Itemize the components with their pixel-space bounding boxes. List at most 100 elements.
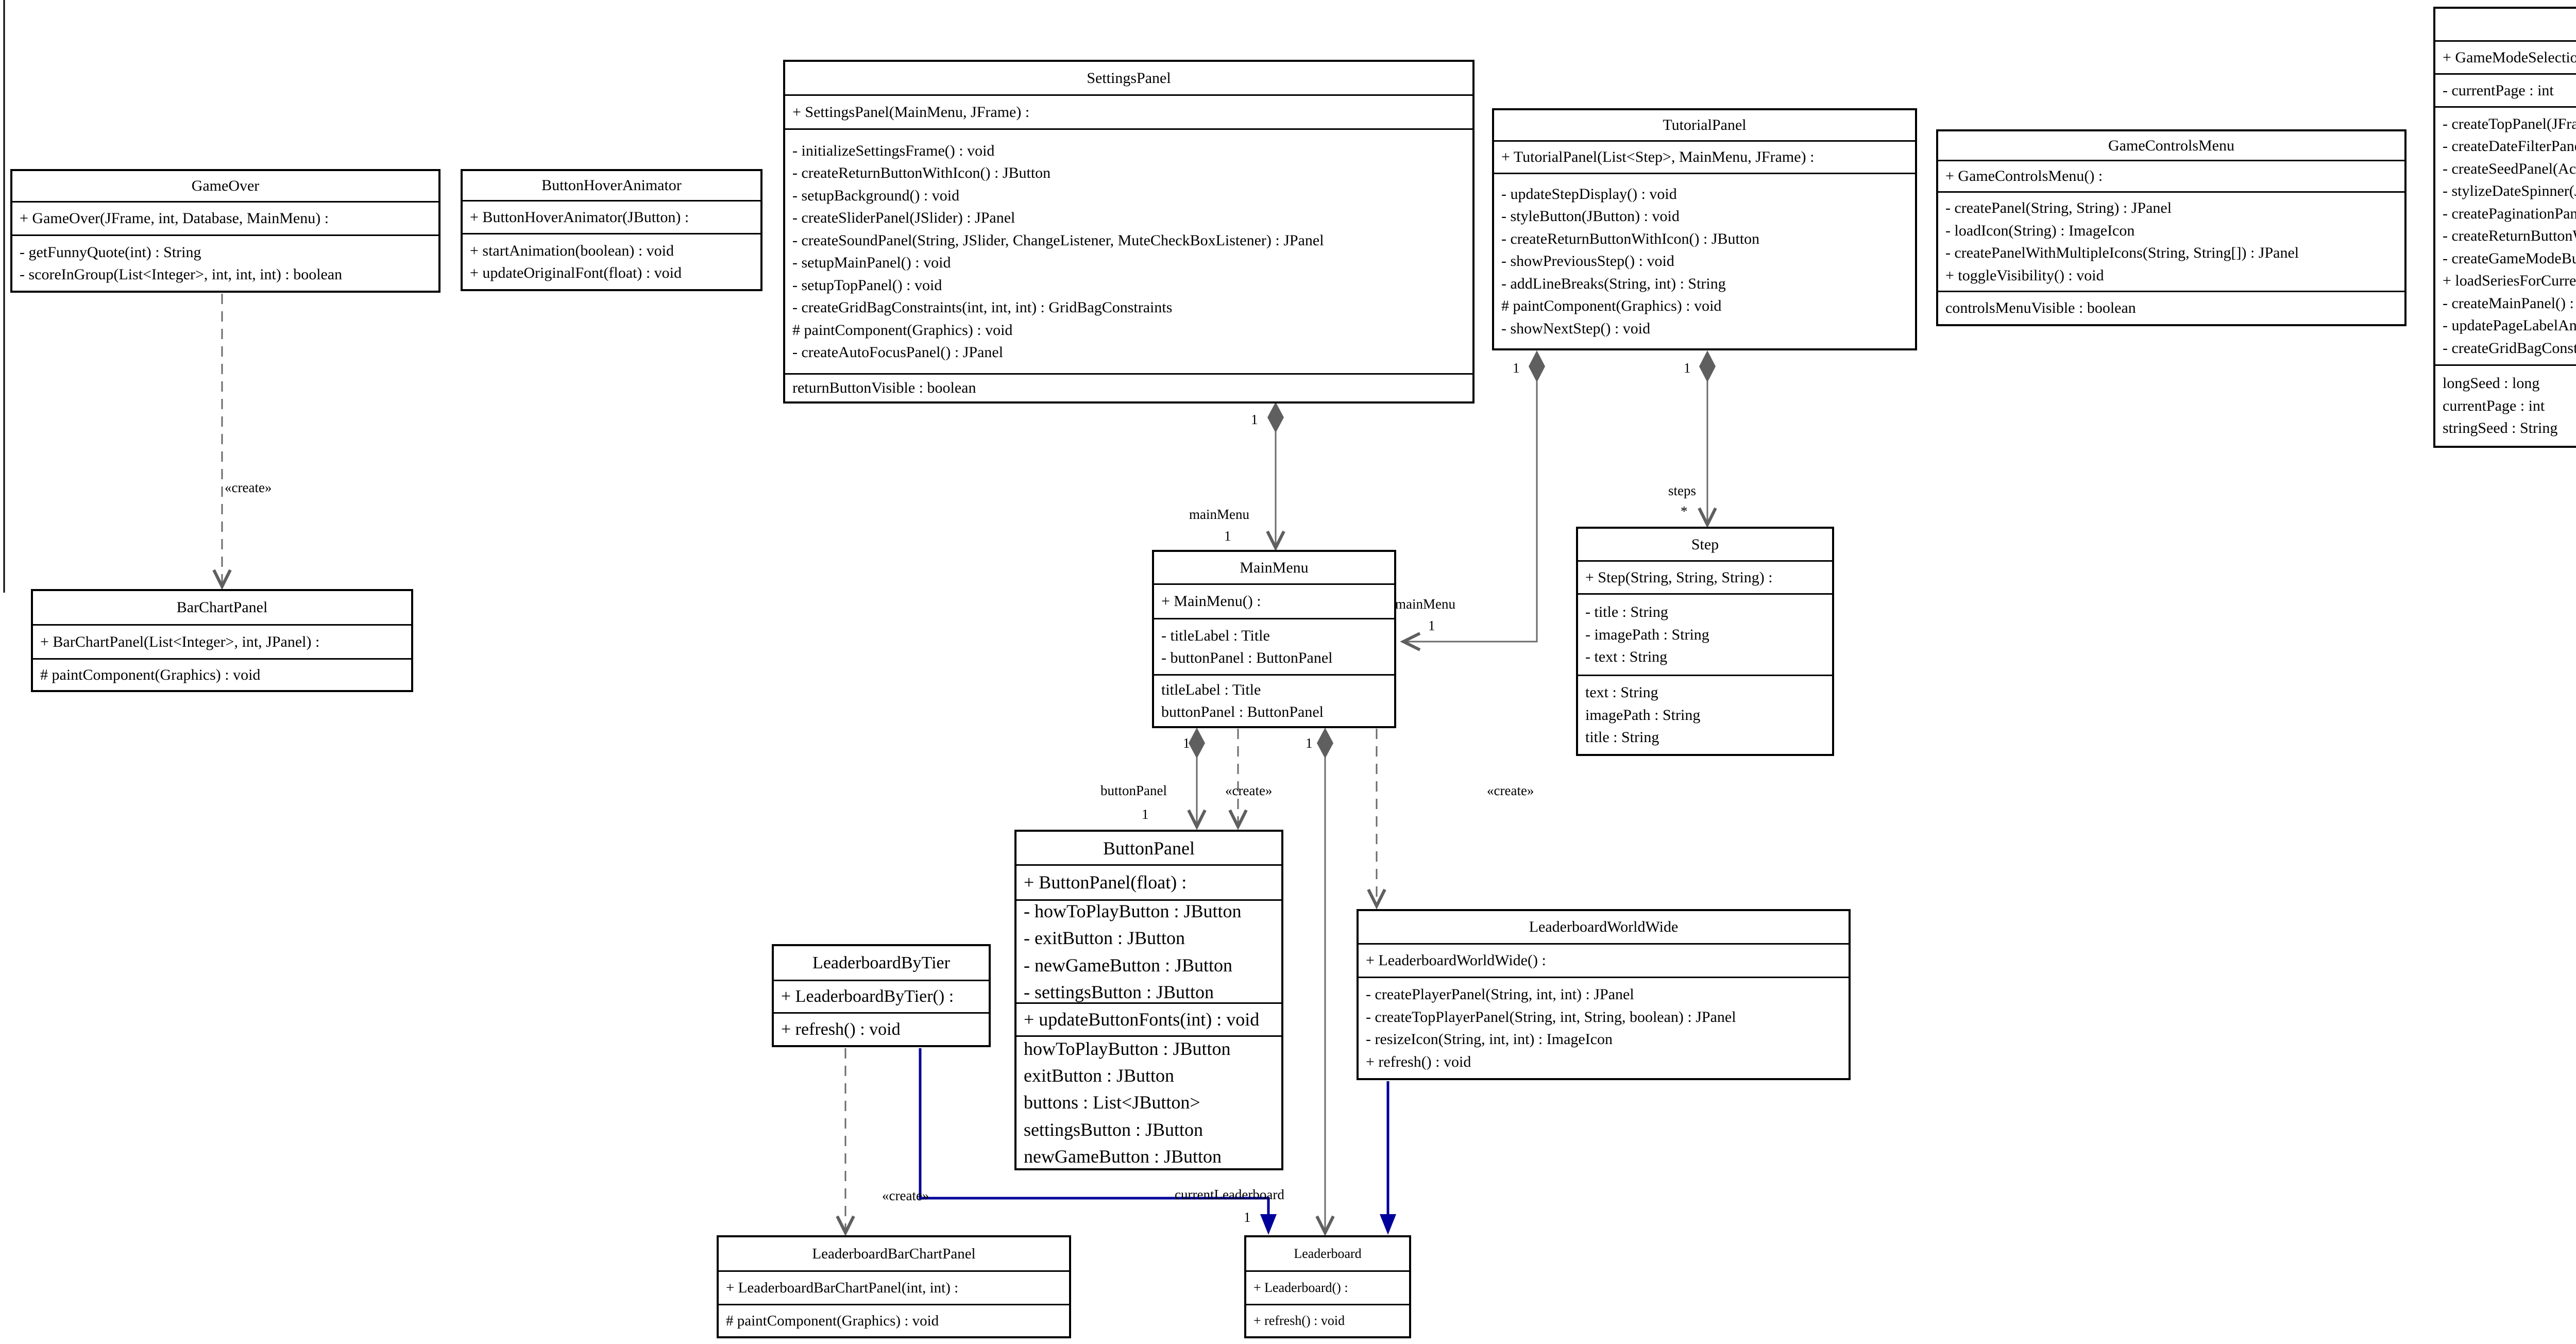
member-line: - createTopPlayerPanel(String, int, Stri… [1366,1008,1736,1026]
edge-label-multiplicity: 1 [1142,807,1149,822]
class-methods: - getFunnyQuote(int) : String- scoreInGr… [12,236,438,291]
class-title: LeaderboardBarChartPanel [719,1237,1069,1272]
member-line: - createPlayerPanel(String, int, int) : … [1366,986,1634,1003]
edge-label-buttonpanel-role: buttonPanel [1100,783,1167,798]
edge-label-create: «create» [225,480,272,495]
member-line: + updateButtonFonts(int) : void [1024,1009,1260,1030]
class-fields: returnButtonVisible : boolean [785,375,1472,401]
class-title: SettingsPanel [785,62,1472,96]
member-line: - styleButton(JButton) : void [1501,208,1680,225]
class-constructors: + Leaderboard() : [1246,1272,1409,1305]
class-title: MainMenu [1154,552,1394,585]
member-line: + ButtonPanel(float) : [1024,872,1187,893]
edge-leaderboardworldwide-leaderboard [1380,1081,1396,1235]
class-title: ButtonHoverAnimator [463,171,760,201]
edge-label-multiplicity: 1 [1684,360,1691,376]
member-line: currentPage : int [2443,397,2545,414]
edge-label-create: «create» [882,1188,929,1203]
class-methods: - createPanel(String, String) : JPanel - … [1938,193,2404,292]
member-line: + BarChartPanel(List<Integer>, int, JPan… [40,633,320,650]
class-title: LeaderboardWorldWide [1359,911,1849,945]
class-title: Leaderboard [1246,1237,1409,1272]
member-line: - createTopPanel(JFrame, MainMenu) : JPa… [2443,115,2576,132]
class-constructors: + MainMenu() : [1154,585,1394,619]
member-line: # paintComponent(Graphics) : void [792,321,1013,339]
member-line: - setupTopPanel() : void [792,276,942,294]
class-gameover: GameOver + GameOver(JFrame, int, Databas… [10,169,440,293]
member-line: - createSoundPanel(String, JSlider, Chan… [792,231,1324,249]
edge-leaderboardbytier-create-leaderboardbarchartpanel [836,1048,855,1236]
class-attributes: - currentPage : int [2435,75,2576,108]
edge-label-multiplicity: 1 [1428,618,1435,633]
class-title: LeaderboardByTier [774,946,989,981]
member-line: + Leaderboard() : [1253,1280,1348,1296]
class-attributes: - title : String - imagePath : String - te… [1578,595,1832,676]
class-constructors: + Step(String, String, String) : [1578,562,1832,595]
class-title: BarChartPanel [33,591,411,626]
class-constructors: + LeaderboardWorldWide() : [1359,945,1849,978]
member-line: - settingsButton : JButton [1024,981,1214,1002]
member-line: - text : String [1585,648,1668,666]
member-line: - createPanel(String, String) : JPanel [1945,199,2172,216]
member-line: - updateStepDisplay() : void [1501,185,1677,203]
edge-label-steps-role: steps [1668,483,1696,498]
edge-label-multiplicity: 1 [1224,528,1231,544]
member-line: text : String [1585,684,1658,701]
class-mainmenu: MainMenu + MainMenu() : - titleLabel : T… [1152,550,1396,728]
member-line: - createSliderPanel(JSlider) : JPanel [792,209,1015,226]
member-line: - title : String [1585,603,1668,621]
edge-label-mainmenu-role: mainMenu [1395,596,1455,612]
edge-label-multiplicity: 1 [1183,735,1190,751]
edge-gameover-create-barchartpanel [212,294,232,590]
member-line: - loadIcon(String) : ImageIcon [1945,222,2135,239]
member-line: - stylizeDateSpinner(JSpinner) : void [2443,182,2576,200]
member-line: - showNextStep() : void [1501,320,1651,337]
class-constructors: + TutorialPanel(List<Step>, MainMenu, JF… [1494,142,1915,174]
member-line: - createGridBagConstraints(int, int, int… [2443,339,2576,357]
member-line: + LeaderboardBarChartPanel(int, int) : [726,1279,959,1296]
class-title: GameOver [12,171,438,203]
class-constructors: + ButtonHoverAnimator(JButton) : [463,201,760,234]
edge-label-multiplicity: 1 [1513,360,1520,376]
member-line: - createMainPanel() : JPanel [2443,294,2576,312]
member-line: - createAutoFocusPanel() : JPanel [792,344,1004,361]
class-settingspanel: SettingsPanel + SettingsPanel(MainMenu, … [783,60,1475,404]
member-line: - createGridBagConstraints(int, int, int… [792,299,1173,316]
edge-tutorialpanel-step [1698,350,1717,528]
class-gamemodeselectionpanel: GameModeSelectionPanel + GameModeSelecti… [2433,7,2576,448]
class-gamecontrolsmenu: GameControlsMenu + GameControlsMenu() : … [1936,129,2406,326]
member-line: + updateOriginalFont(float) : void [470,264,682,281]
member-line: + GameModeSelectionPanel(ActionListener,… [2443,48,2576,66]
class-constructors: + GameControlsMenu() : [1938,161,2404,193]
class-constructors: + LeaderboardBarChartPanel(int, int) : [719,1272,1069,1305]
edge-settingspanel-mainmenu [1266,402,1285,551]
class-leaderboardworldwide: LeaderboardWorldWide + LeaderboardWorldW… [1357,909,1851,1080]
edge-label-currentleaderboard-role: currentLeaderboard [1175,1187,1284,1202]
member-line: - exitButton : JButton [1024,928,1185,949]
member-line: buttons : List<JButton> [1024,1092,1200,1113]
member-line: + refresh() : void [1366,1053,1471,1070]
member-line: - createPaginationPanel() : JPanel [2443,205,2576,222]
class-attributes: - howToPlayButton : JButton- exitButton … [1016,901,1281,1004]
member-line: + TutorialPanel(List<Step>, MainMenu, JF… [1501,148,1815,166]
member-line: - newGameButton : JButton [1024,954,1232,976]
member-line: titleLabel : Title [1161,681,1261,698]
edge-mainmenu-create-buttonpanel [1228,729,1248,830]
member-line: - imagePath : String [1585,626,1709,643]
class-title: GameControlsMenu [1938,131,2404,161]
class-methods: # paintComponent(Graphics) : void [719,1305,1069,1336]
class-methods: + refresh() : void [1246,1305,1409,1336]
member-line: howToPlayButton : JButton [1024,1038,1231,1060]
class-leaderboard: Leaderboard + Leaderboard() : + refresh(… [1244,1235,1411,1338]
class-methods: + updateButtonFonts(int) : void [1016,1004,1281,1037]
member-line: + SettingsPanel(MainMenu, JFrame) : [792,103,1030,121]
edge-mainmenu-buttonpanel [1187,728,1207,830]
member-line: controlsMenuVisible : boolean [1945,299,2136,317]
member-line: exitButton : JButton [1024,1065,1175,1086]
member-line: - createDateFilterPanel() : JPanel [2443,138,2576,155]
class-title: TutorialPanel [1494,110,1915,142]
member-line: - setupBackground() : void [792,187,960,204]
member-line: - buttonPanel : ButtonPanel [1161,649,1333,666]
class-leaderboardbytier: LeaderboardByTier + LeaderboardByTier() … [772,944,991,1047]
